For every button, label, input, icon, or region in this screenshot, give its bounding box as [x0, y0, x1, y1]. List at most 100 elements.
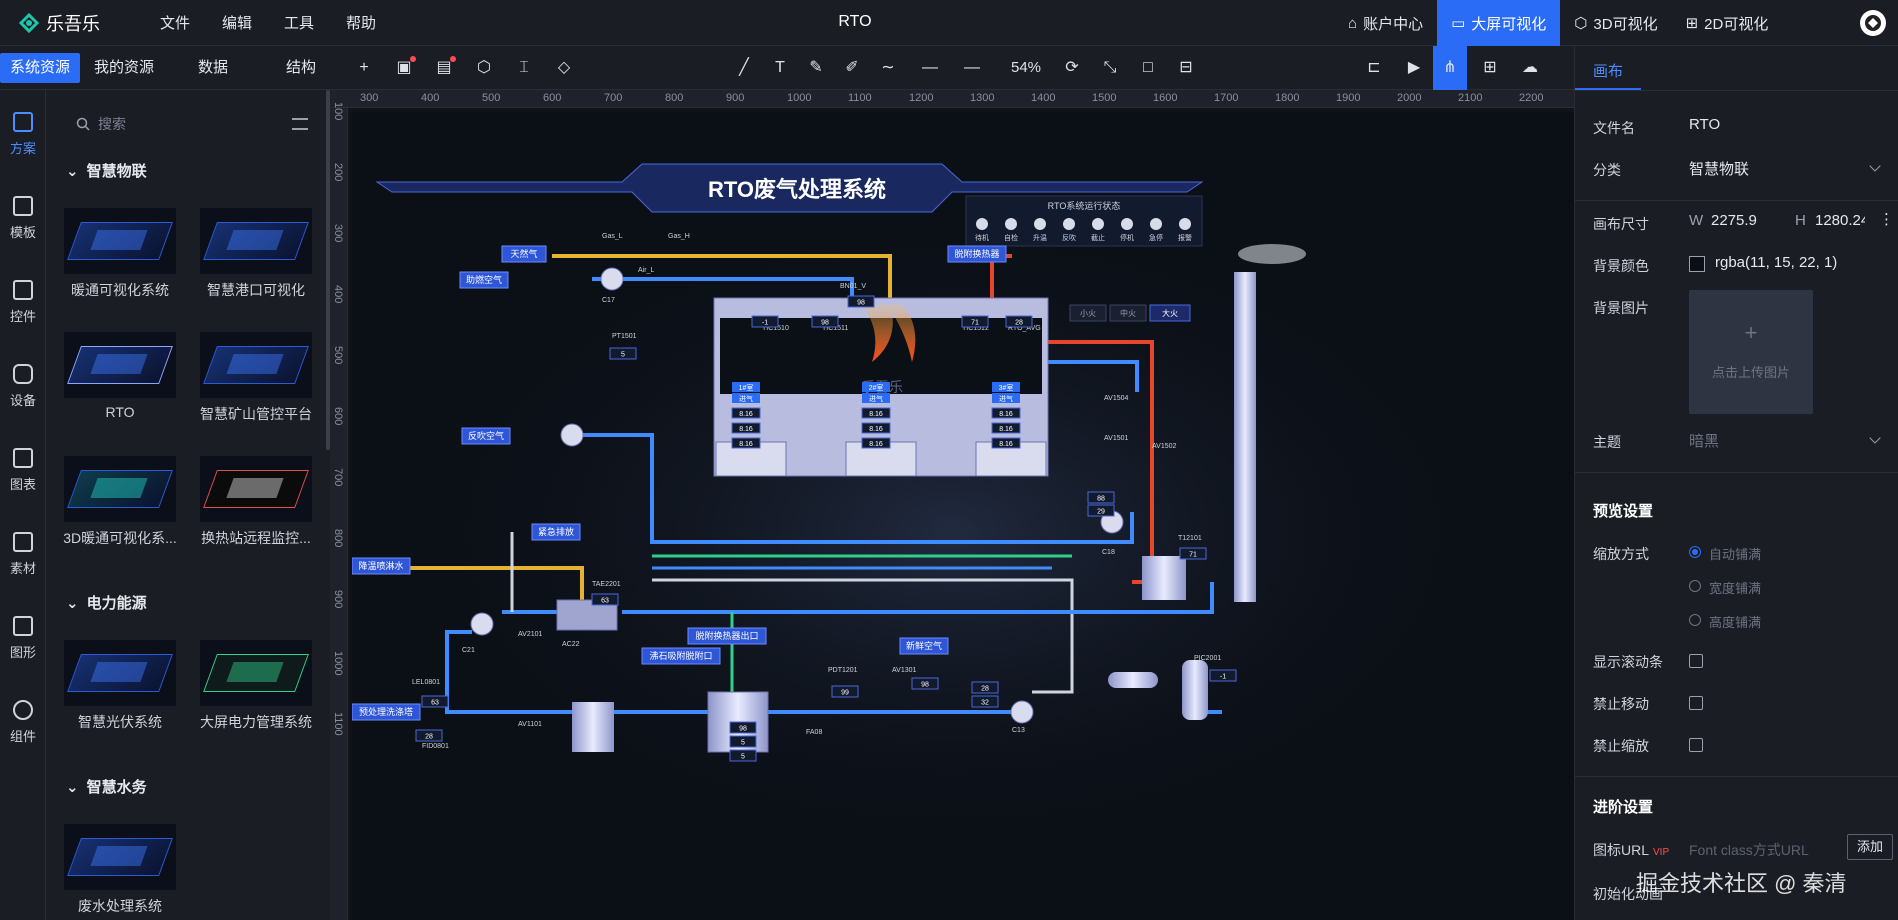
eraser-icon[interactable]: ◇ — [557, 59, 571, 76]
rail-item-component[interactable]: 组件 — [0, 700, 46, 745]
show-scrollbar-checkbox[interactable] — [1689, 654, 1703, 668]
tab-system-resources[interactable]: 系统资源 — [0, 52, 81, 83]
search-input[interactable]: 搜索 — [76, 114, 126, 134]
rail-item-template[interactable]: 模板 — [0, 196, 46, 241]
line-icon[interactable]: ╱ — [739, 59, 749, 76]
tab-canvas[interactable]: 画布 — [1593, 63, 1624, 80]
height-input[interactable]: 1280.24 — [1815, 212, 1865, 229]
page-icon[interactable]: ▤ — [434, 56, 456, 78]
more-icon[interactable]: ⋮ — [1879, 211, 1894, 228]
tab-structure[interactable]: 结构 — [286, 58, 317, 76]
rail-item-control[interactable]: 控件 — [0, 280, 46, 325]
rail-item-material[interactable]: 素材 — [0, 532, 46, 577]
file-name-field[interactable]: RTO — [1689, 116, 1721, 133]
value-readout-text: -1 — [762, 320, 768, 327]
property-panel: 画布 文件名 RTO 分类 智慧物联 画布尺寸 W 2275.9 H 1280.… — [1574, 46, 1898, 920]
rail-item-device[interactable]: 设备 — [0, 364, 46, 409]
no-zoom-checkbox[interactable] — [1689, 738, 1703, 752]
equipment-tag: AV1504 — [1104, 395, 1128, 402]
text-icon[interactable]: T — [775, 59, 785, 76]
avatar[interactable] — [1860, 10, 1886, 36]
value-readout — [729, 735, 757, 748]
app-logo[interactable]: 乐吾乐 — [18, 10, 138, 36]
tab-my-resources[interactable]: 我的资源 — [94, 58, 155, 76]
group-title-water[interactable]: ⌄智慧水务 — [66, 778, 147, 797]
thumb-mine[interactable] — [200, 332, 312, 398]
thumb-solar[interactable] — [64, 640, 176, 706]
list-view-icon[interactable] — [292, 118, 308, 130]
status-light — [1063, 218, 1075, 230]
hexagon-icon[interactable]: ⬡ — [477, 59, 491, 76]
rail-item-chart[interactable]: 图表 — [0, 448, 46, 493]
thumb-3d-hvac[interactable] — [64, 456, 176, 522]
category-select[interactable]: 智慧物联 — [1689, 161, 1750, 178]
frame-icon[interactable]: □ — [1143, 59, 1153, 76]
thumb-power[interactable] — [200, 640, 312, 706]
bg-color-value[interactable]: rgba(11, 15, 22, 1) — [1715, 254, 1838, 271]
folder-icon[interactable]: ⊏ — [1367, 59, 1381, 76]
rto-diagram[interactable]: RTO废气处理系统 RTO系统运行状态 待机自检升温反吹截止停机急停报警 小火 … — [351, 112, 1574, 920]
thumb-port[interactable] — [200, 208, 312, 274]
share-icon[interactable]: ⋔ — [1433, 46, 1467, 90]
theme-select[interactable]: 暗黑 — [1689, 433, 1720, 450]
bg-image-upload[interactable]: + 点击上传图片 — [1689, 290, 1813, 414]
no-move-label: 禁止移动 — [1593, 696, 1649, 712]
straight-line-icon[interactable]: — — [922, 59, 938, 76]
curve-icon[interactable]: ∼ — [881, 59, 895, 76]
zoom-level[interactable]: 54% — [1011, 59, 1042, 76]
thumb-rto[interactable] — [64, 332, 176, 398]
width-input[interactable]: 2275.9 — [1711, 212, 1757, 229]
format-brush-icon[interactable]: ⌶ — [519, 59, 529, 76]
big-screen-button[interactable]: ▭大屏可视化 — [1437, 0, 1561, 46]
line-style-icon[interactable]: — — [964, 59, 980, 76]
pen-icon[interactable]: ✎ — [809, 59, 823, 76]
account-center-button[interactable]: ⌂账户中心 — [1348, 14, 1424, 33]
save-icon[interactable]: ▣ — [394, 56, 416, 78]
rail-item-solution[interactable]: 方案 — [0, 112, 46, 157]
3d-visual-button[interactable]: ⬡3D可视化 — [1574, 15, 1658, 33]
radio-height-fill[interactable] — [1689, 614, 1701, 626]
value-readout — [911, 677, 939, 690]
resource-scrollbar[interactable] — [326, 90, 330, 450]
menu-file[interactable]: 文件 — [160, 15, 191, 32]
reset-zoom-icon[interactable]: ⟳ — [1065, 59, 1079, 76]
add-icon[interactable]: + — [359, 59, 369, 76]
preview-icon[interactable]: ▶ — [1407, 59, 1421, 76]
radio-auto-fill[interactable] — [1689, 546, 1701, 558]
pencil-icon[interactable]: ✐ — [845, 59, 859, 76]
icon-rail: 方案 模板 控件 设备 图表 素材 图形 组件 — [0, 90, 46, 920]
component-icon — [13, 700, 33, 720]
menu-help[interactable]: 帮助 — [346, 15, 377, 32]
input-label: 脱附换热器 — [954, 248, 999, 259]
cube-icon — [13, 364, 33, 384]
user-icon — [1865, 15, 1881, 31]
shrink-icon[interactable]: ⤡ — [1103, 59, 1117, 76]
2d-visual-button[interactable]: ⊞2D可视化 — [1685, 15, 1769, 33]
ruler-h-label: 800 — [665, 92, 684, 104]
input-label-box — [641, 647, 721, 665]
burner-flame — [862, 304, 916, 362]
layout-icon[interactable]: ⊟ — [1179, 59, 1193, 76]
cloud-icon[interactable]: ☁ — [1522, 59, 1538, 76]
thumb-hvac[interactable] — [64, 208, 176, 274]
add-button[interactable]: 添加 — [1847, 834, 1893, 860]
bg-color-swatch[interactable] — [1689, 256, 1705, 272]
thumb-heat-station[interactable] — [200, 456, 312, 522]
menu-edit[interactable]: 编辑 — [222, 15, 253, 32]
qrcode-icon[interactable]: ⊞ — [1483, 59, 1497, 76]
tab-data[interactable]: 数据 — [198, 58, 229, 76]
value-readout — [729, 749, 757, 762]
value-readout-text: 98 — [857, 300, 865, 307]
icon-url-input[interactable]: Font class方式URL — [1689, 842, 1809, 858]
no-move-checkbox[interactable] — [1689, 696, 1703, 710]
status-light-label: 停机 — [1120, 233, 1134, 242]
group-title-energy[interactable]: ⌄电力能源 — [66, 594, 147, 613]
radio-width-fill[interactable] — [1689, 580, 1701, 592]
menu-tools[interactable]: 工具 — [284, 15, 315, 32]
thumb-wastewater[interactable] — [64, 824, 176, 890]
ruler-h-label: 600 — [543, 92, 562, 104]
rail-item-shape[interactable]: 图形 — [0, 616, 46, 661]
group-title-iot[interactable]: ⌄智慧物联 — [66, 162, 147, 181]
status-light — [1179, 218, 1191, 230]
canvas-area[interactable]: RTO废气处理系统 RTO系统运行状态 待机自检升温反吹截止停机急停报警 小火 … — [348, 108, 1574, 920]
